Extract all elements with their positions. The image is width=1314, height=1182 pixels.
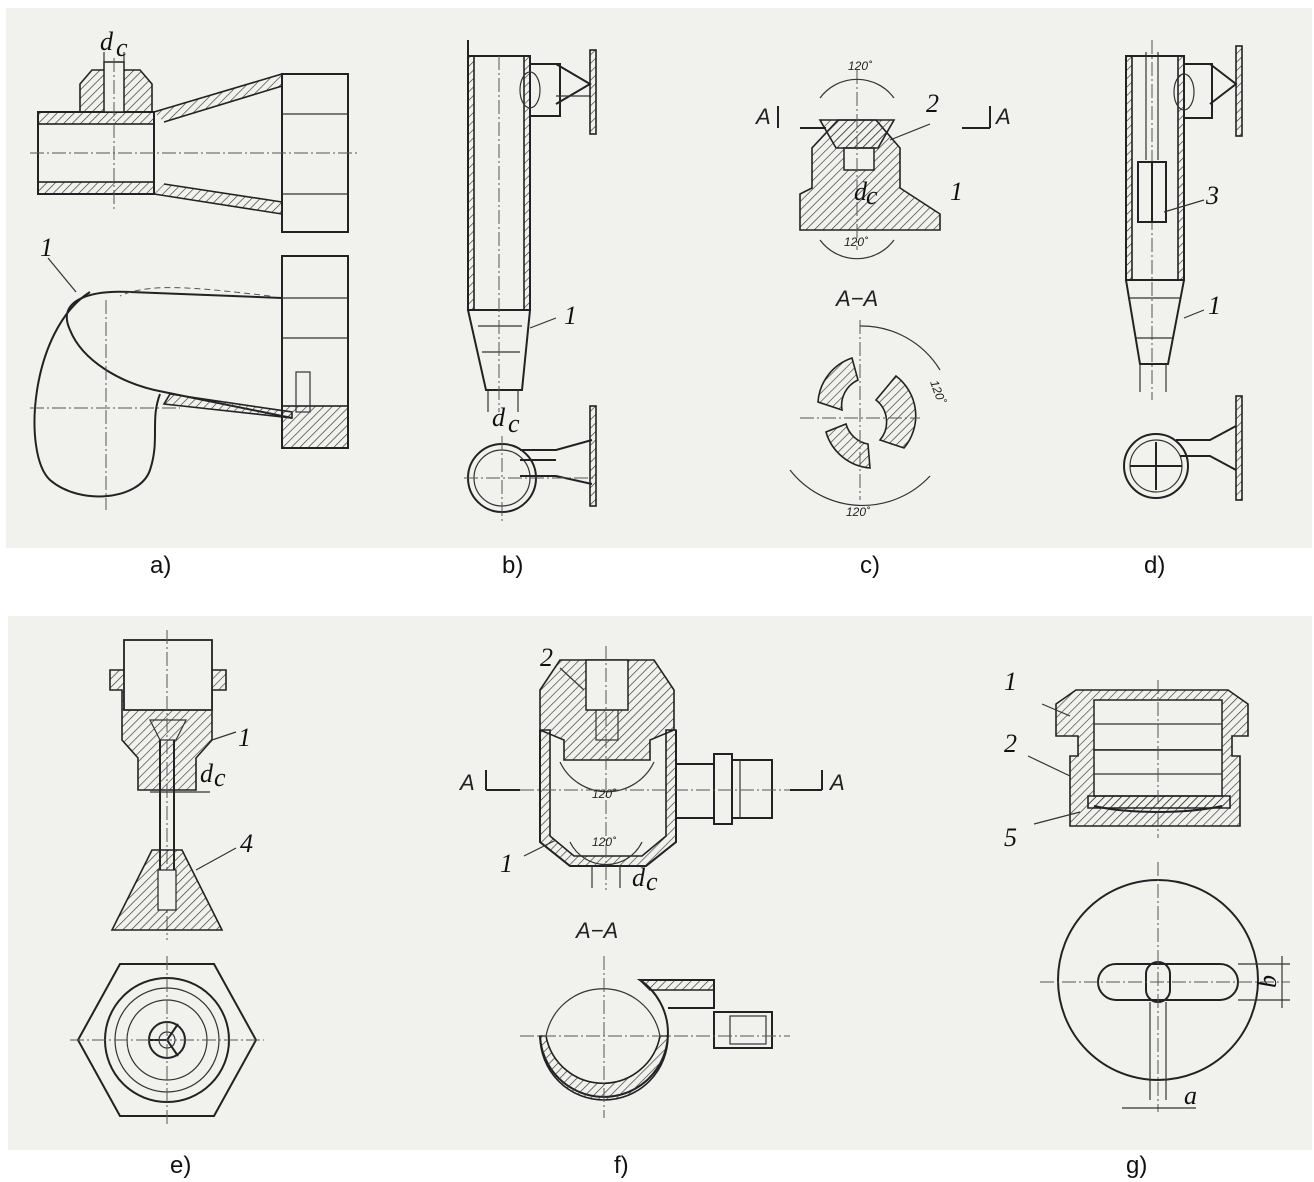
label-dc-e: d xyxy=(200,759,214,788)
label-1-d: 1 xyxy=(1208,291,1221,320)
caption-g: g) xyxy=(1126,1152,1148,1179)
section-mark-left-f: A xyxy=(458,770,475,795)
label-dc-a: d xyxy=(100,27,114,56)
drawing-f: 2 1 d c A A 120˚ 120˚ A−A xyxy=(458,643,845,1118)
label-1-f: 1 xyxy=(500,849,513,878)
label-dc-f: d xyxy=(632,863,646,892)
dim-b-g: b xyxy=(1253,975,1282,988)
caption-b: b) xyxy=(502,552,524,579)
label-dc-sub-b: c xyxy=(508,409,520,438)
drawing-d: 3 1 xyxy=(1123,40,1243,501)
angle-bottom-f: 120˚ xyxy=(592,835,617,849)
label-dc-sub-f: c xyxy=(646,867,658,896)
label-2-g: 2 xyxy=(1004,729,1017,758)
caption-e: e) xyxy=(170,1152,192,1179)
drawing-c: A A 2 1 d c 120˚ 120˚ A−A 120˚ 120˚ xyxy=(754,59,1011,519)
label-5-g: 5 xyxy=(1004,823,1017,852)
drawing-e: 1 4 d c xyxy=(70,630,264,1124)
label-3-d: 3 xyxy=(1205,181,1219,210)
caption-a: a) xyxy=(150,552,172,579)
label-2-c: 2 xyxy=(926,89,939,118)
angle-right-c: 120˚ xyxy=(927,378,949,406)
drawing-g: 1 2 5 b a xyxy=(1004,667,1290,1112)
label-dc-sub-e: c xyxy=(214,763,226,792)
drawing-a: d c 1 xyxy=(30,27,360,510)
label-1-a: 1 xyxy=(40,233,53,262)
angle-bottom-c: 120˚ xyxy=(844,235,869,249)
label-1-e: 1 xyxy=(238,723,251,752)
label-1-g: 1 xyxy=(1004,667,1017,696)
label-dc-sub-a: c xyxy=(116,33,128,62)
section-title-c: A−A xyxy=(834,286,878,311)
label-dc-c: d xyxy=(854,177,868,206)
label-dc-b: d xyxy=(492,403,506,432)
section-title-f: A−A xyxy=(574,918,618,943)
angle-section-c: 120˚ xyxy=(846,505,871,519)
section-mark-right-c: A xyxy=(994,104,1011,129)
dim-a-g: a xyxy=(1184,1081,1197,1110)
section-mark-left-c: A xyxy=(754,104,771,129)
caption-f: f) xyxy=(614,1152,629,1179)
section-mark-right-f: A xyxy=(828,770,845,795)
angle-top-c: 120˚ xyxy=(848,59,873,73)
label-1-c: 1 xyxy=(950,177,963,206)
angle-top-f: 120˚ xyxy=(592,787,617,801)
drawing-b: 1 d c xyxy=(464,40,597,522)
label-1-b: 1 xyxy=(564,301,577,330)
label-2-f: 2 xyxy=(540,643,553,672)
caption-d: d) xyxy=(1144,552,1166,579)
label-4-e: 4 xyxy=(240,829,253,858)
caption-c: c) xyxy=(860,552,880,579)
label-dc-sub-c: c xyxy=(866,181,878,210)
